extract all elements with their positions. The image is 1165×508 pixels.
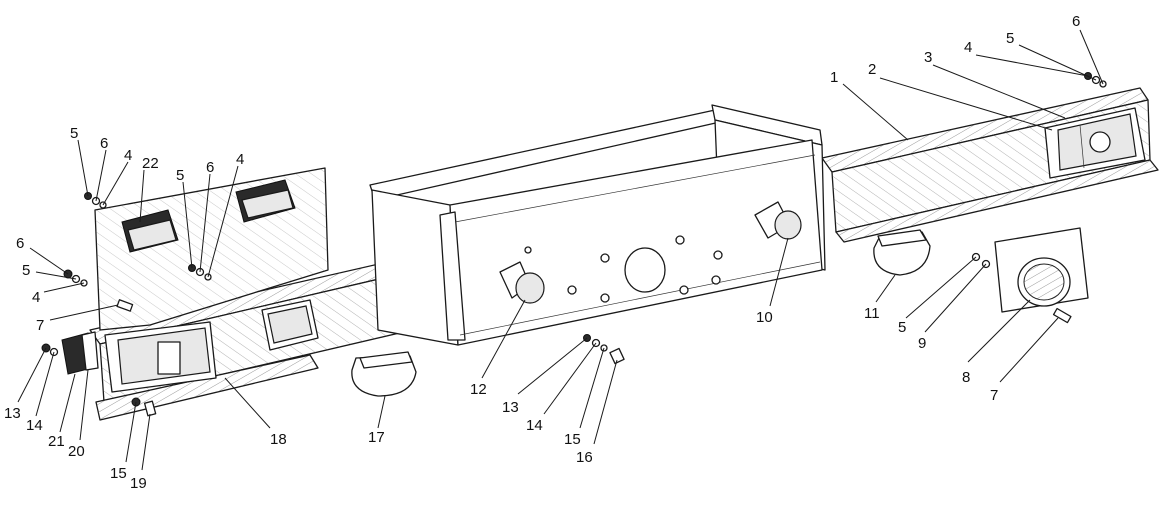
label-15b: 15 <box>564 431 581 448</box>
label-7a: 7 <box>36 317 44 334</box>
label-20: 20 <box>68 443 85 460</box>
label-5-right: 5 <box>1006 30 1014 47</box>
lamp-17 <box>351 351 417 397</box>
label-14b: 14 <box>526 417 543 434</box>
label-13b: 13 <box>502 399 519 416</box>
label-17: 17 <box>368 429 385 446</box>
label-21: 21 <box>48 433 65 450</box>
plate-lamp-22 <box>121 209 179 253</box>
leader-lines <box>17 29 1104 471</box>
label-9: 9 <box>918 335 926 352</box>
label-14a: 14 <box>26 417 43 434</box>
socket-10 <box>754 201 802 240</box>
label-4a: 4 <box>124 147 132 164</box>
label-4b: 4 <box>236 151 244 168</box>
label-15a: 15 <box>110 465 127 482</box>
label-6c: 6 <box>16 235 24 252</box>
label-6a: 6 <box>100 135 108 152</box>
label-5a: 5 <box>70 125 78 142</box>
label-8: 8 <box>962 369 970 386</box>
side-lamp-21 <box>61 331 99 375</box>
label-2: 2 <box>868 61 876 78</box>
label-4-right: 4 <box>964 39 972 56</box>
label-5d: 5 <box>898 319 906 336</box>
label-6-right: 6 <box>1072 13 1080 30</box>
label-22: 22 <box>142 155 159 172</box>
plate-lamp-right <box>235 179 296 223</box>
label-1: 1 <box>830 69 838 86</box>
label-4c: 4 <box>32 289 40 306</box>
right-tail-lamp <box>1044 107 1146 179</box>
label-6b: 6 <box>206 159 214 176</box>
fasteners <box>41 72 1107 417</box>
label-13a: 13 <box>4 405 21 422</box>
frame-holes <box>524 235 723 303</box>
label-5c: 5 <box>22 262 30 279</box>
socket-12 <box>499 261 545 304</box>
label-18: 18 <box>270 431 287 448</box>
label-7b: 7 <box>990 387 998 404</box>
label-5b: 5 <box>176 167 184 184</box>
lamp-11 <box>873 229 931 276</box>
label-12: 12 <box>470 381 487 398</box>
reflector-plate <box>994 227 1089 313</box>
label-16: 16 <box>576 449 593 466</box>
label-19: 19 <box>130 475 147 492</box>
label-3: 3 <box>924 49 932 66</box>
callout-labels: 1 2 3 4 5 6 5 6 4 22 5 6 4 6 5 4 7 13 14… <box>4 13 1080 492</box>
label-10: 10 <box>756 309 773 326</box>
left-tail-lamp <box>104 321 217 393</box>
beam-lamp <box>261 299 319 351</box>
label-11: 11 <box>864 305 880 322</box>
